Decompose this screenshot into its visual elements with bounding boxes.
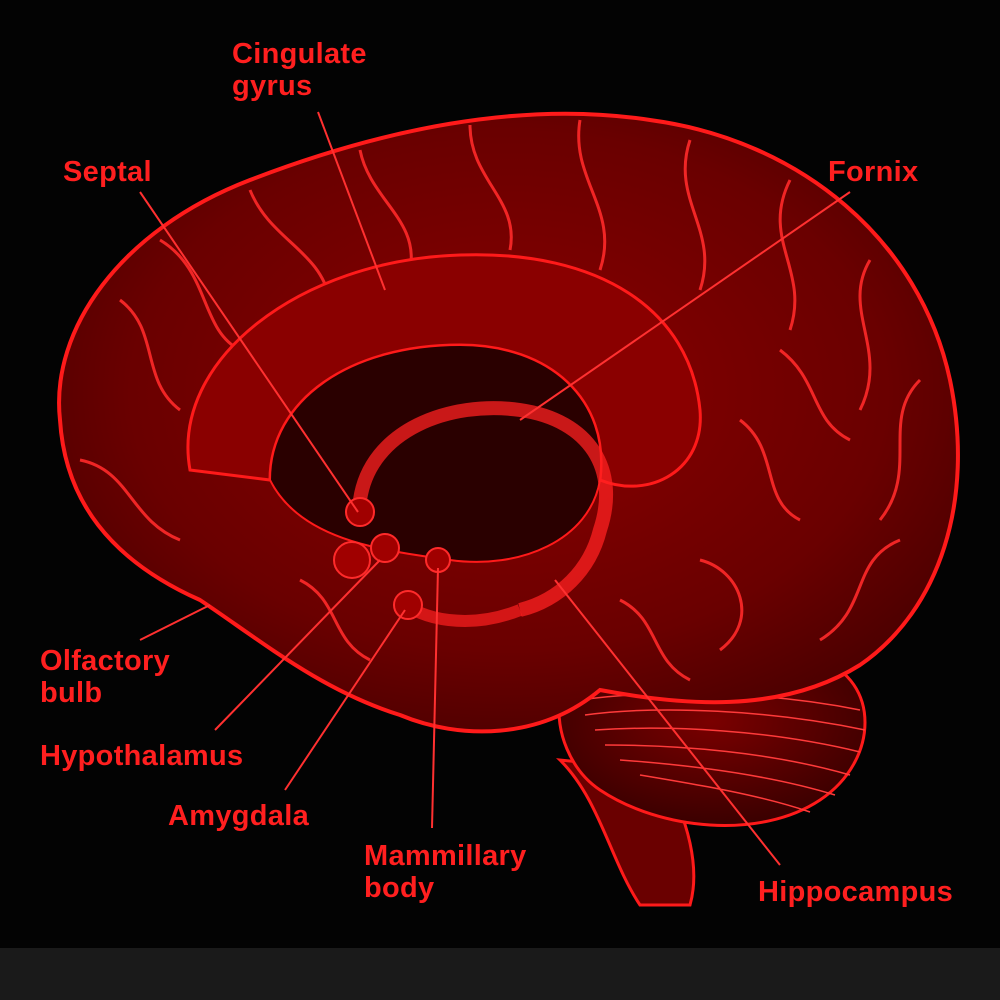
label-mammillary-body: Mammillary body bbox=[364, 840, 527, 904]
leader-hypothalamus bbox=[214, 559, 381, 731]
leader-cingulate bbox=[317, 111, 386, 291]
label-olfactory-bulb: Olfactory bulb bbox=[40, 645, 171, 709]
label-fornix: Fornix bbox=[828, 156, 919, 188]
fornix-arc bbox=[353, 401, 614, 617]
label-cingulate-gyrus: Cingulate gyrus bbox=[232, 38, 367, 102]
leader-hippocampus bbox=[554, 579, 781, 866]
label-hippocampus: Hippocampus bbox=[758, 876, 954, 908]
leader-fornix bbox=[519, 191, 851, 421]
label-hypothalamus: Hypothalamus bbox=[40, 740, 244, 772]
leader-olfactory bbox=[139, 604, 211, 641]
label-septal: Septal bbox=[63, 156, 152, 188]
leader-septal bbox=[139, 191, 359, 513]
leader-mammillary bbox=[431, 567, 439, 829]
limbic-nuclei bbox=[333, 497, 451, 620]
label-amygdala: Amygdala bbox=[168, 800, 309, 832]
leader-lines bbox=[139, 111, 851, 866]
cortex-sulci bbox=[79, 119, 922, 682]
leader-amygdala bbox=[284, 609, 406, 791]
bottom-border-bar bbox=[0, 948, 1000, 1000]
